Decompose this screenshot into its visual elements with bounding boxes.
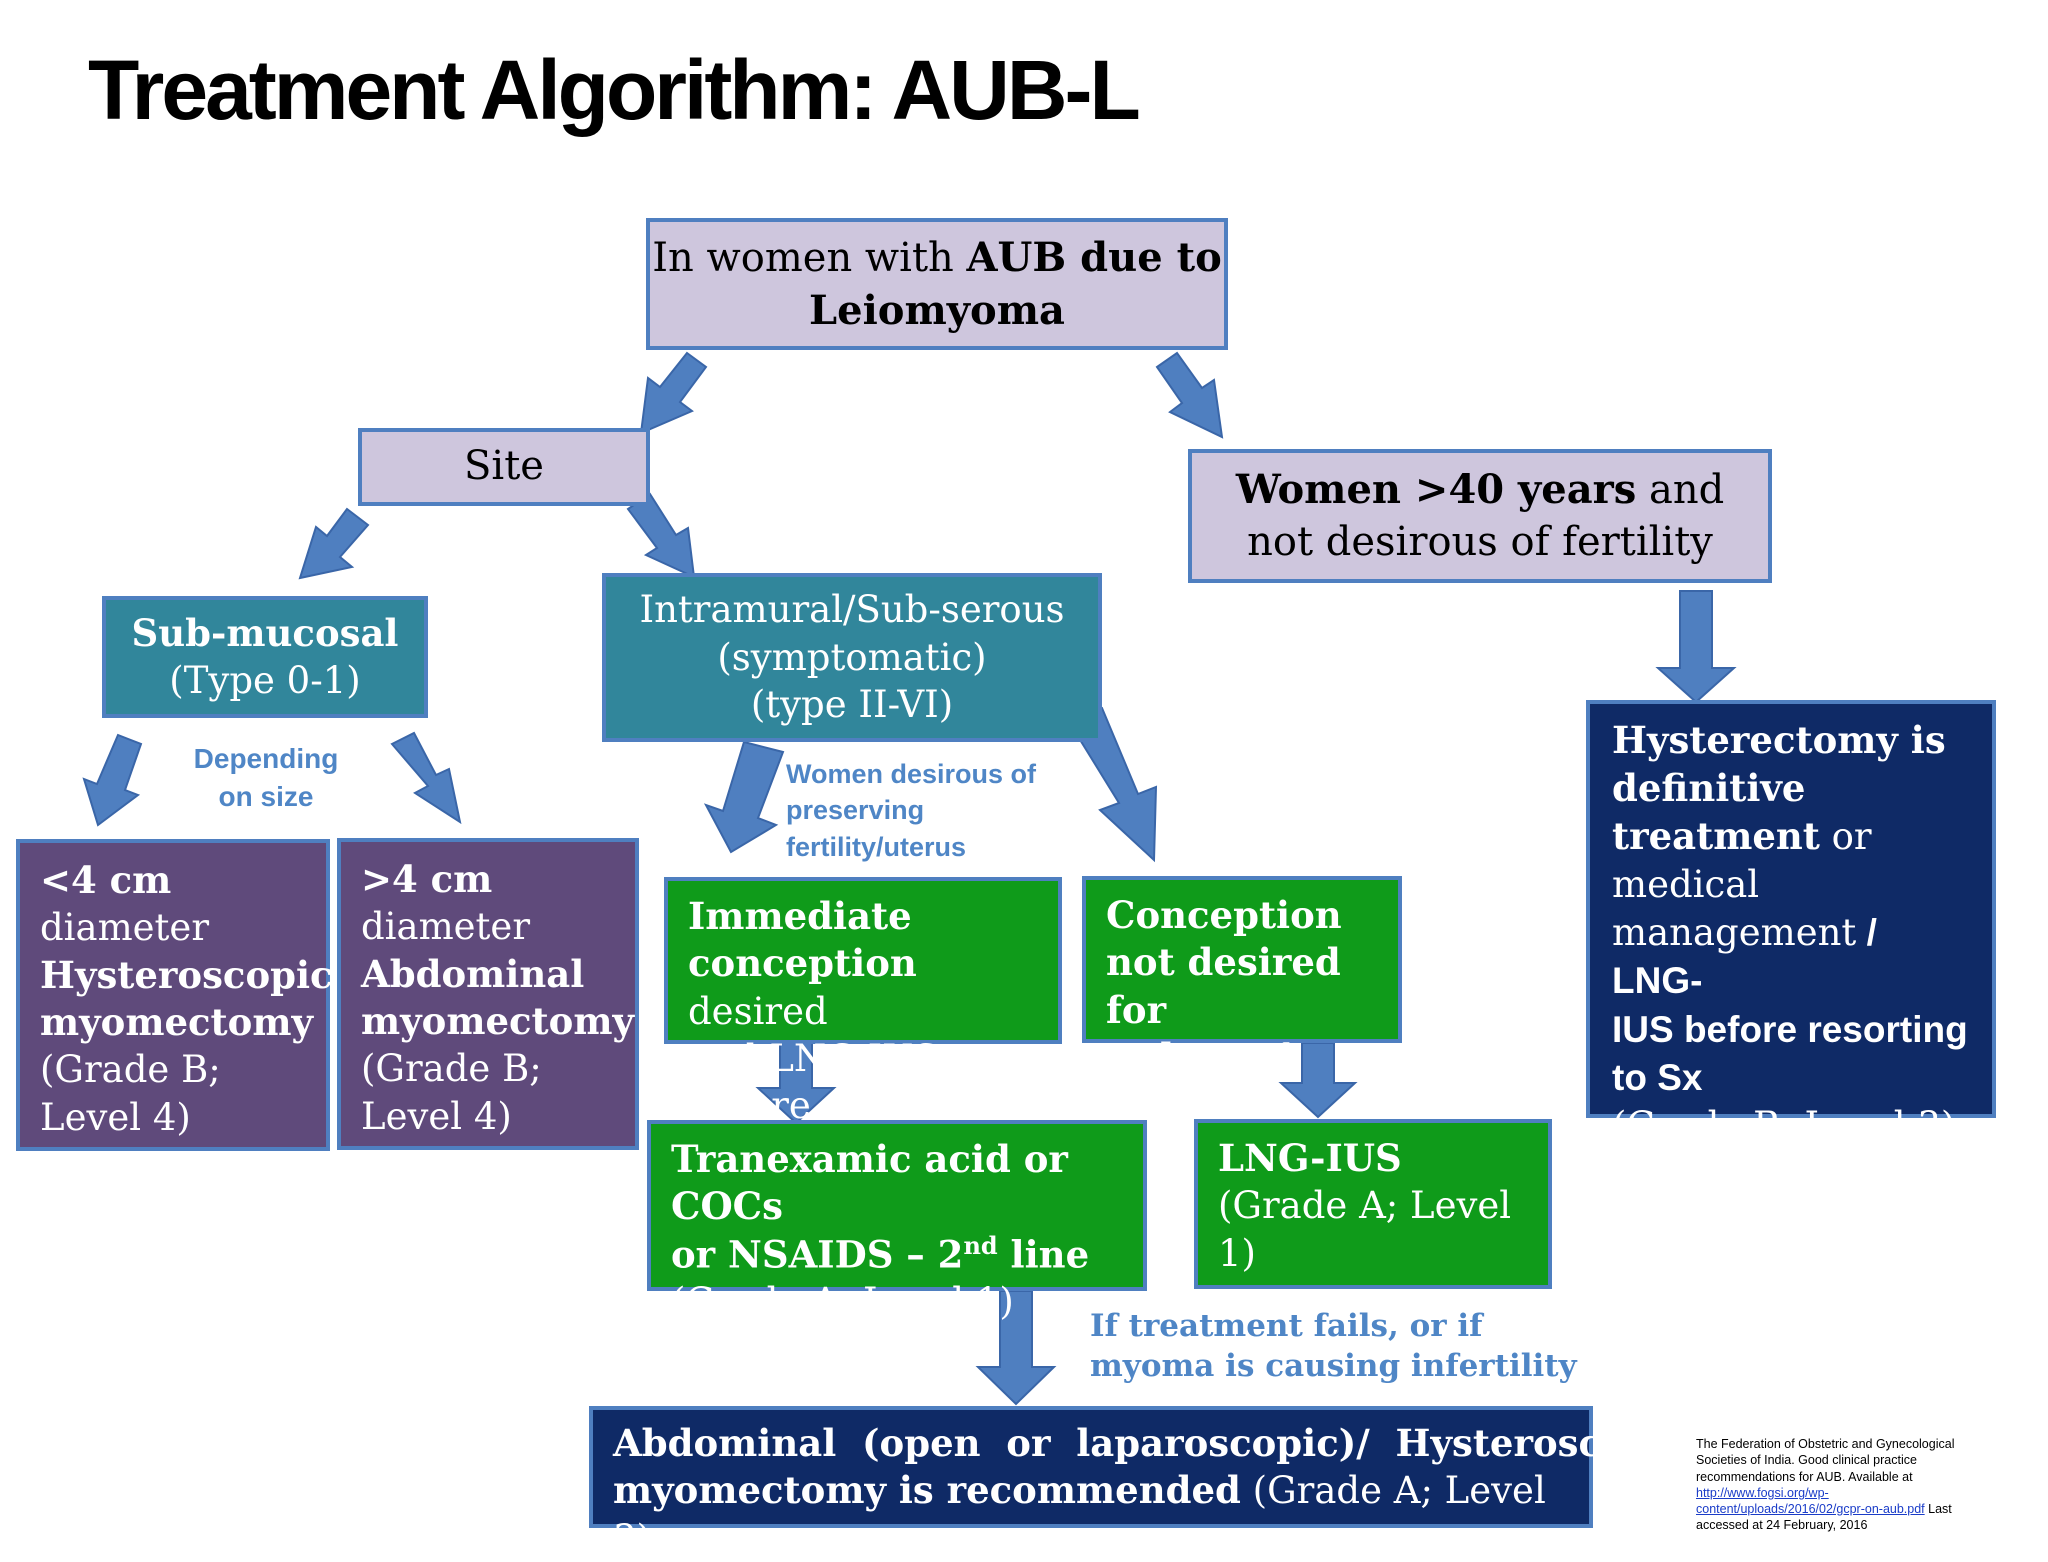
conception-not-desired-box: Conception not desired for at least 1 ye…: [1082, 876, 1402, 1126]
immediate-line-1: Immediate: [688, 894, 912, 938]
arrow-site-to-submucosal: [298, 507, 370, 580]
small-diameter: diameter: [40, 906, 210, 950]
small-myoma-box: <4 cm diameter Hysteroscopic myomectomy …: [16, 839, 333, 1151]
hysterectomy-line-1: Hysterectomy is: [1612, 718, 1946, 762]
immediate-conception-box: Immediate conception desired and LNG IUS…: [664, 877, 1062, 1127]
note-if-treatment-fails: If treatment fails, or if myoma is causi…: [1090, 1308, 1577, 1385]
hysterectomy-box: Hysterectomy is definitive treatment or …: [1586, 700, 1996, 1147]
immediate-line-3: and LNG IUS failure: [688, 1037, 939, 1128]
tranexamic-line-2b: line: [997, 1232, 1090, 1277]
final-line-1: Abdominal (open or laparoscopic)/ Hyster…: [613, 1421, 1689, 1465]
reference-citation: The Federation of Obstetric and Gynecolo…: [1696, 1436, 1996, 1534]
large-diameter: diameter: [361, 905, 531, 949]
small-procedure-1: Hysteroscopic: [40, 952, 333, 997]
arrow-immediate-to-tranexamic: [755, 1042, 837, 1125]
root-box: In women with AUB due to Leiomyoma: [646, 218, 1228, 350]
root-bold-text: AUB due to: [966, 234, 1222, 282]
hysterectomy-line-3-bold: treatment: [1612, 814, 1820, 859]
submucosal-type: (Type 0-1): [169, 659, 361, 702]
arrow-site-to-intramural: [626, 492, 696, 579]
hysterectomy-line-2: definitive: [1612, 766, 1806, 811]
root-pre-text: In women with: [652, 235, 967, 282]
submucosal-label: Sub-mucosal: [131, 610, 399, 655]
arrow-submucosal-to-small: [82, 733, 143, 827]
small-size: <4 cm: [40, 858, 172, 902]
tranexamic-box: Tranexamic acid or COCs or NSAIDS – 2nd …: [647, 1120, 1147, 1323]
note-women-desirous: Women desirous of preserving fertility/u…: [786, 759, 1037, 862]
site-label: Site: [464, 443, 544, 490]
note-depending-on-size: Depending on size: [193, 743, 339, 812]
lngius-line-2: (Grade A; Level 1): [1218, 1184, 1512, 1275]
women40-line2: not desirous of fertility: [1247, 518, 1713, 565]
notdesired-line-3: at least 1 year: [1106, 1035, 1299, 1127]
notdesired-line-2: not desired for: [1106, 940, 1341, 1032]
large-procedure-1: Abdominal: [361, 951, 585, 996]
root-bold-text-2: Leiomyoma: [809, 286, 1065, 334]
hysterectomy-line-5-rest: management: [1612, 911, 1857, 955]
immediate-line-2-bold: conception: [688, 941, 917, 986]
hysterectomy-line-5-bold: / LNG-: [1612, 912, 1877, 1002]
notdesired-line-1: Conception: [1106, 893, 1342, 937]
large-grade-1: (Grade B;: [361, 1047, 542, 1091]
arrow-root-to-site: [639, 351, 708, 435]
arrow-notdesired-to-lngius: [1278, 1042, 1358, 1119]
small-grade-2: Level 4): [40, 1095, 191, 1139]
tranexamic-line-1: Tranexamic acid or COCs: [671, 1137, 1068, 1229]
final-line-2-bold: myomectomy is recommended: [613, 1468, 1241, 1513]
hysterectomy-line-3-rest: or: [1819, 815, 1872, 859]
hysterectomy-line-8: (Grade B; Level 3): [1612, 1103, 1956, 1147]
tranexamic-sup: nd: [963, 1230, 998, 1260]
arrow-intramural-to-immediate: [703, 740, 785, 854]
intramural-sub1: (symptomatic): [717, 635, 987, 679]
hysterectomy-line-7: to Sx: [1612, 1056, 1703, 1098]
arrow-submucosal-to-large: [390, 731, 462, 825]
small-grade-1: (Grade B;: [40, 1048, 221, 1092]
small-procedure-2: myomectomy: [40, 1000, 313, 1045]
reference-link-1[interactable]: http://www.fogsi.org/wp-: [1696, 1485, 1829, 1500]
large-grade-2: Level 4): [361, 1094, 512, 1138]
lngius-line-1: LNG-IUS: [1218, 1136, 1402, 1180]
site-box: Site: [358, 428, 650, 506]
tranexamic-line-3: (Grade A; Level 1): [671, 1280, 1014, 1324]
arrow-women40-to-hysterectomy: [1655, 590, 1737, 704]
arrow-root-to-women40: [1155, 351, 1224, 439]
intramural-label: Intramural/Sub-serous: [639, 588, 1065, 632]
arrow-intramural-to-notdesired: [1064, 706, 1158, 863]
arrow-tranexamic-to-final: [975, 1290, 1057, 1406]
page-title: Treatment Algorithm: AUB-L: [88, 43, 1141, 137]
large-size: >4 cm: [361, 857, 493, 901]
hysterectomy-line-4: medical: [1612, 863, 1760, 907]
final-recommendation-box: Abdominal (open or laparoscopic)/ Hyster…: [589, 1406, 1689, 1560]
hysterectomy-line-6: IUS before resorting: [1612, 1008, 1968, 1050]
women-over-40-box: Women >40 years and not desirous of fert…: [1188, 449, 1772, 583]
immediate-line-2-rest: desired: [688, 989, 828, 1033]
tranexamic-line-2a: or NSAIDS – 2: [671, 1232, 964, 1277]
submucosal-box: Sub-mucosal (Type 0-1): [102, 596, 428, 718]
large-procedure-2: myomectomy: [361, 999, 634, 1044]
women40-rest-text: and: [1636, 467, 1725, 514]
intramural-box: Intramural/Sub-serous (symptomatic) (typ…: [602, 573, 1102, 742]
lng-ius-box: LNG-IUS (Grade A; Level 1): [1194, 1119, 1552, 1289]
women40-bold-text: Women >40 years: [1235, 466, 1637, 514]
large-myoma-box: >4 cm diameter Abdominal myomectomy (Gra…: [337, 838, 639, 1150]
intramural-sub2: (type II-VI): [750, 683, 954, 727]
reference-link-2[interactable]: content/uploads/2016/02/gcpr-on-aub.pdf: [1696, 1502, 1925, 1516]
